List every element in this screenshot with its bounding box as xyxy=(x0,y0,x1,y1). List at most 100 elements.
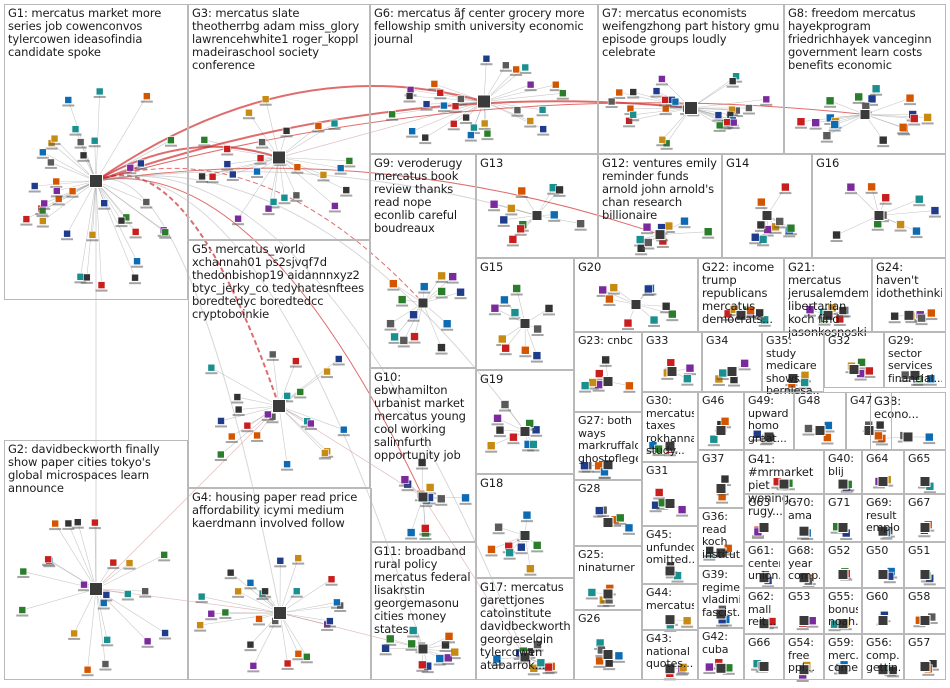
group-label: G21: mercatus jerusalemdem... libertaria… xyxy=(788,261,868,339)
group-label: G34 xyxy=(706,335,758,348)
group-label: G29: sector services financial... xyxy=(888,335,942,385)
group-box-g15: G15 xyxy=(476,258,574,370)
group-label: G26 xyxy=(578,613,638,626)
group-label: G13 xyxy=(480,157,594,170)
group-label: G55: bonus noah... xyxy=(828,591,858,629)
group-box-g41: G41: #mrmarket piet woning... rugy... xyxy=(744,450,824,494)
group-box-g48: G48 xyxy=(794,392,846,450)
group-box-g43: G43: national quotes... xyxy=(642,630,698,680)
group-box-g37: G37 xyxy=(698,450,744,508)
group-label: G60 xyxy=(866,591,900,604)
group-box-g3: G3: mercatus slate theotherrbg adam miss… xyxy=(188,4,370,240)
group-label: G71 xyxy=(828,497,858,510)
group-box-g69: G69: result emplo... xyxy=(862,494,904,542)
group-label: G15 xyxy=(480,261,570,274)
group-box-g55: G55: bonus noah... xyxy=(824,588,862,634)
group-label: G35: study medicare shows berniesa... xyxy=(766,335,820,398)
group-label: G14 xyxy=(726,157,808,170)
group-label: G3: mercatus slate theotherrbg adam miss… xyxy=(192,7,366,72)
group-box-g14: G14 xyxy=(722,154,812,258)
group-box-g23: G23: cnbc xyxy=(574,332,642,412)
group-label: G1: mercatus market more series job cowe… xyxy=(8,7,184,59)
group-box-g58: G58 xyxy=(904,588,946,634)
group-label: G53 xyxy=(788,591,820,604)
group-label: G6: mercatus ãƒ center grocery more fell… xyxy=(374,7,594,46)
group-box-g70: G70: ama xyxy=(784,494,824,542)
group-label: G7: mercatus economists weifengzhong par… xyxy=(602,7,780,59)
group-box-g61: G61: center union... xyxy=(744,542,784,588)
group-label: G5: mercatus_world xchannah01 ps2sjvqf7d… xyxy=(192,243,366,321)
group-box-g20: G20 xyxy=(574,258,698,332)
group-box-g10: G10: ebwhamilton urbanist market mercatu… xyxy=(370,368,476,542)
group-label: G39: regime vladimir fascist... xyxy=(702,569,740,619)
group-box-g29: G29: sector services financial... xyxy=(884,332,946,388)
group-label: G68: year comp... xyxy=(788,545,820,583)
group-label: G36: read koch institut... xyxy=(702,511,740,561)
group-label: G52 xyxy=(828,545,858,558)
group-label: G47 xyxy=(850,395,888,408)
group-label: G31 xyxy=(646,465,694,478)
group-label: G65 xyxy=(908,453,942,466)
group-box-g47: G47 xyxy=(846,392,892,450)
group-label: G37 xyxy=(702,453,740,466)
group-label: G2: davidbeckworth finally show paper ci… xyxy=(8,443,184,495)
group-box-g67: G67 xyxy=(904,494,946,542)
group-label: G50 xyxy=(866,545,900,558)
group-box-g68: G68: year comp... xyxy=(784,542,824,588)
group-label: G63 xyxy=(748,497,780,510)
group-box-g45: G45: unfunded omitted... xyxy=(642,526,698,584)
group-box-g49: G49: upward homo great... xyxy=(744,392,794,450)
group-label: G43: national quotes... xyxy=(646,633,694,671)
group-box-g32: G32 xyxy=(824,332,884,388)
group-box-g57: G57 xyxy=(904,634,946,680)
group-label: G66 xyxy=(748,637,780,650)
group-box-g63: G63 xyxy=(744,494,784,542)
group-box-g54: G54: free ppl... xyxy=(784,634,824,680)
group-label: G9: veroderugy mercatus book review than… xyxy=(374,157,472,235)
group-label: G22: income trump republicans mercatus d… xyxy=(702,261,780,326)
group-box-g19: G19 xyxy=(476,370,574,474)
group-label: G45: unfunded omitted... xyxy=(646,529,694,567)
group-label: G8: freedom mercatus hayekprogram friedr… xyxy=(788,7,942,72)
group-label: G67 xyxy=(908,497,942,510)
group-label: G24: haven't idothethinki... xyxy=(876,261,942,300)
group-label: G12: ventures emily reminder funds arnol… xyxy=(602,157,718,222)
group-box-g60: G60 xyxy=(862,588,904,634)
group-label: G58 xyxy=(908,591,942,604)
group-box-g5: G5: mercatus_world xchannah01 ps2sjvqf7d… xyxy=(188,240,370,488)
group-label: G40: blij xyxy=(828,453,858,478)
group-box-g31: G31 xyxy=(642,462,698,526)
group-label: G27: both ways markruffalo ghostoflege..… xyxy=(578,415,638,465)
group-box-g9: G9: veroderugy mercatus book review than… xyxy=(370,154,476,368)
group-box-g34: G34 xyxy=(702,332,762,392)
group-box-g59: G59: merc... come... xyxy=(824,634,862,680)
group-box-g12: G12: ventures emily reminder funds arnol… xyxy=(598,154,722,258)
group-box-g42: G42: cuba xyxy=(698,628,744,680)
group-box-g27: G27: both ways markruffalo ghostoflege..… xyxy=(574,412,642,480)
group-label: G25: ninaturner xyxy=(578,549,638,574)
group-box-g25: G25: ninaturner xyxy=(574,546,642,610)
group-box-g2: G2: davidbeckworth finally show paper ci… xyxy=(4,440,188,680)
group-label: G17: mercatus garettjones catoinstitute … xyxy=(480,581,570,672)
group-box-g18: G18 xyxy=(476,474,574,578)
group-box-g56: G56: comp... gettin... xyxy=(862,634,904,680)
group-label: G48 xyxy=(798,395,842,408)
group-label: G46 xyxy=(702,395,740,408)
group-box-g1: G1: mercatus market more series job cowe… xyxy=(4,4,188,300)
group-label: G70: ama xyxy=(788,497,820,522)
group-box-g28: G28 xyxy=(574,480,642,546)
group-label: G56: comp... gettin... xyxy=(866,637,900,675)
group-label: G10: ebwhamilton urbanist market mercatu… xyxy=(374,371,472,462)
group-box-g50: G50 xyxy=(862,542,904,588)
group-box-g17: G17: mercatus garettjones catoinstitute … xyxy=(476,578,574,680)
group-box-g21: G21: mercatus jerusalemdem... libertaria… xyxy=(784,258,872,332)
group-box-g13: G13 xyxy=(476,154,598,258)
group-box-g40: G40: blij xyxy=(824,450,862,494)
group-box-g71: G71 xyxy=(824,494,862,542)
group-label: G57 xyxy=(908,637,942,650)
group-box-g36: G36: read koch institut... xyxy=(698,508,744,566)
group-label: G33 xyxy=(646,335,698,348)
group-label: G61: center union... xyxy=(748,545,780,583)
group-box-g46: G46 xyxy=(698,392,744,450)
